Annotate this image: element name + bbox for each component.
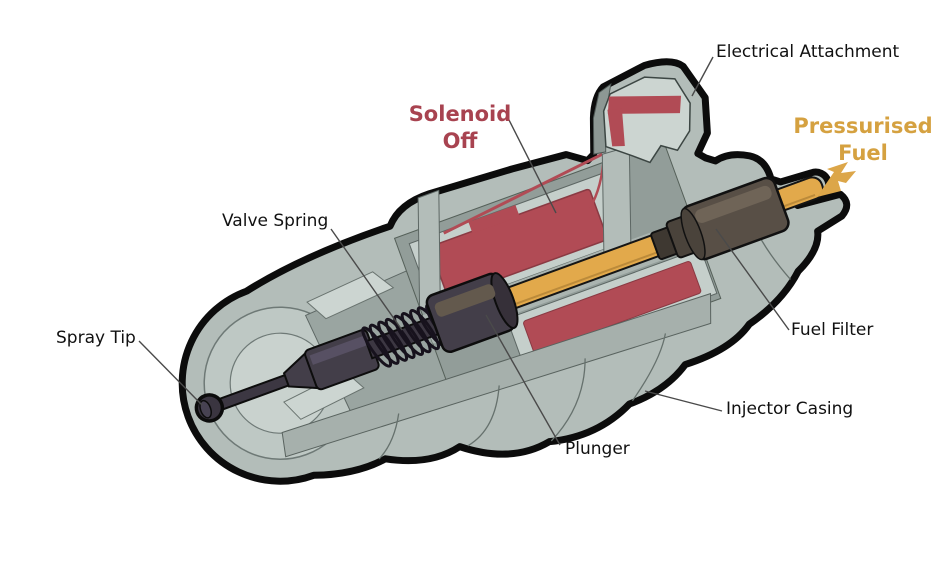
label-electrical-attachment: Electrical Attachment xyxy=(716,42,900,62)
valve-body-highlight xyxy=(309,335,368,365)
leader-fuel-filter xyxy=(715,228,790,331)
label-solenoid-line1: Solenoid xyxy=(408,102,512,126)
plunger-highlight xyxy=(434,284,496,317)
solenoid-coil-tab xyxy=(468,204,520,234)
electrical-connector xyxy=(592,76,691,164)
leader-electrical-attachment xyxy=(691,56,714,97)
label-pressurised-line1: Pressurised xyxy=(793,114,933,138)
connector-pin-trace-leg xyxy=(607,108,625,147)
label-valve-spring: Valve Spring xyxy=(222,211,329,231)
cut-highlight-panel-a xyxy=(306,271,395,320)
bottom-shelf xyxy=(281,292,712,458)
plunger-assembly xyxy=(194,272,519,423)
label-plunger: Plunger xyxy=(565,439,630,459)
leader-injector-casing xyxy=(644,390,723,412)
casing-disc-arc-3 xyxy=(550,358,586,442)
solenoid-coil-lower xyxy=(523,260,702,354)
leader-lines xyxy=(138,56,790,446)
casing-disc-arc-2 xyxy=(467,385,500,447)
casing-disc-arc-4 xyxy=(631,333,667,402)
injector-body-group xyxy=(178,58,851,485)
leader-solenoid xyxy=(506,115,557,214)
fuel-filter-shape xyxy=(650,176,790,261)
connector-pin-trace-band xyxy=(607,95,682,114)
label-fuel-filter: Fuel Filter xyxy=(791,320,874,340)
leader-spray-tip xyxy=(138,340,203,406)
label-pressurised-line2: Fuel xyxy=(838,141,888,166)
plunger-end-cap xyxy=(490,272,519,329)
leader-plunger xyxy=(485,314,561,446)
label-solenoid-line2: Off xyxy=(442,129,478,154)
label-spray-tip: Spray Tip xyxy=(56,328,136,348)
leader-valve-spring xyxy=(330,228,403,331)
wire-seam-top xyxy=(443,152,603,235)
casing-disc-arc-1 xyxy=(378,413,400,460)
fuel-flow-arrow xyxy=(817,162,856,197)
spray-tip-ring xyxy=(199,399,212,419)
label-pressurised-fuel: Pressurised Fuel xyxy=(788,113,938,168)
label-injector-casing: Injector Casing xyxy=(726,399,854,419)
label-solenoid-off: Solenoid Off xyxy=(396,101,524,156)
